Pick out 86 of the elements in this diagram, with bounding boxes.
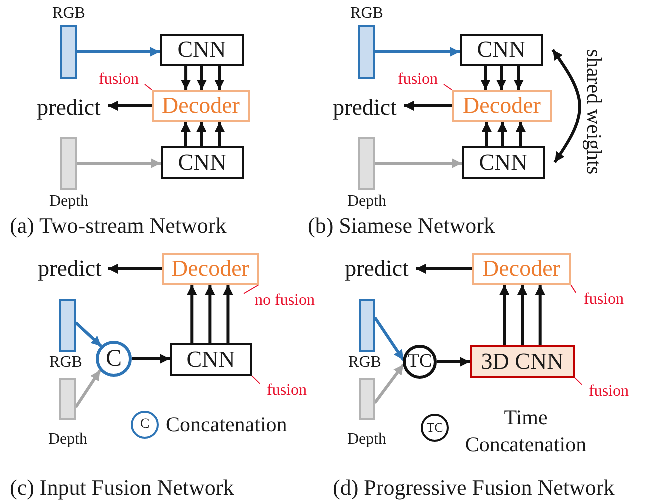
leader-line (570, 284, 576, 294)
decoder-block: Decoder (452, 90, 552, 122)
decoder-block: Decoder (152, 90, 250, 122)
input-label: RGB (52, 5, 86, 23)
arrow (197, 66, 207, 90)
arrow (214, 122, 225, 146)
leader-line (574, 378, 582, 386)
cnn-block: CNN (460, 34, 543, 66)
input-label: RGB (50, 354, 82, 372)
arrow (416, 264, 472, 274)
arrow (375, 158, 462, 168)
panel-caption: (a) Two-stream Network (10, 213, 227, 239)
decoder-block: Decoder (472, 253, 571, 285)
annotation-text: fusion (392, 71, 444, 89)
output-label: predict (32, 255, 108, 283)
panel-caption: (b) Siamese Network (308, 213, 495, 239)
arrow (74, 322, 102, 348)
leader-line (244, 284, 260, 294)
arrow (374, 364, 405, 404)
arrow (498, 122, 508, 146)
arrow (132, 354, 170, 364)
arrow (514, 66, 524, 90)
rgb-input-bar (59, 299, 76, 352)
arrow (187, 285, 198, 343)
arrow (535, 285, 546, 345)
leader-line (252, 376, 260, 384)
arrow (480, 66, 491, 90)
rgb-input-bar (359, 299, 375, 352)
arrow (223, 285, 234, 343)
arrow (482, 122, 492, 146)
arrow (77, 158, 161, 168)
arrow (214, 66, 225, 90)
arrow (500, 285, 510, 345)
edge-label: shared weights (582, 49, 606, 175)
arrow (437, 357, 470, 367)
output-label: predict (338, 255, 416, 283)
arrow (404, 101, 452, 111)
arrow (108, 101, 152, 111)
input-label: Depth (347, 431, 387, 449)
annotation-text: fusion (260, 382, 314, 400)
arrow (496, 66, 506, 90)
legend-symbol: TC (421, 414, 449, 442)
arrow (108, 264, 162, 274)
legend-symbol: C (131, 411, 159, 439)
arrow (518, 285, 528, 345)
depth-input-bar (59, 378, 76, 420)
cnn-block: CNN (170, 343, 252, 376)
depth-input-bar (358, 137, 375, 190)
cnn-block: 3D CNN (470, 345, 575, 378)
leader-line (144, 84, 152, 90)
panel-caption: (d) Progressive Fusion Network (333, 475, 615, 501)
leader-line (444, 84, 452, 90)
rgb-input-bar (358, 25, 375, 79)
concatenation-operator: TC (403, 345, 437, 379)
arrow (77, 47, 160, 57)
annotation-text: fusion (582, 383, 636, 401)
arrow (552, 49, 582, 164)
panel-caption: (c) Input Fusion Network (10, 475, 234, 501)
output-label: predict (30, 94, 108, 122)
output-label: predict (326, 94, 404, 122)
arrow (181, 66, 192, 90)
decoder-block: Decoder (162, 253, 259, 285)
rgb-input-bar (60, 25, 77, 79)
depth-input-bar (60, 137, 77, 190)
arrow (196, 122, 207, 146)
input-label: RGB (348, 354, 382, 372)
arrow (516, 122, 526, 146)
depth-input-bar (359, 378, 375, 420)
concatenation-operator: C (96, 341, 132, 377)
legend-text: Concatenation (166, 412, 288, 438)
arrow (374, 316, 405, 362)
input-label: RGB (350, 5, 384, 23)
annotation-text: no fusion (244, 292, 326, 310)
cnn-block: CNN (161, 146, 244, 179)
input-label: Depth (49, 193, 89, 211)
cnn-block: CNN (462, 146, 545, 179)
input-label: Depth (347, 193, 387, 211)
cnn-block: CNN (160, 34, 244, 66)
arrow (205, 285, 216, 343)
arrow (375, 47, 460, 57)
arrow (180, 122, 191, 146)
input-label: Depth (48, 431, 88, 449)
legend-text: Time Concatenation (464, 404, 588, 459)
annotation-text: fusion (93, 71, 145, 89)
arrow (74, 370, 102, 408)
annotation-text: fusion (576, 291, 632, 309)
